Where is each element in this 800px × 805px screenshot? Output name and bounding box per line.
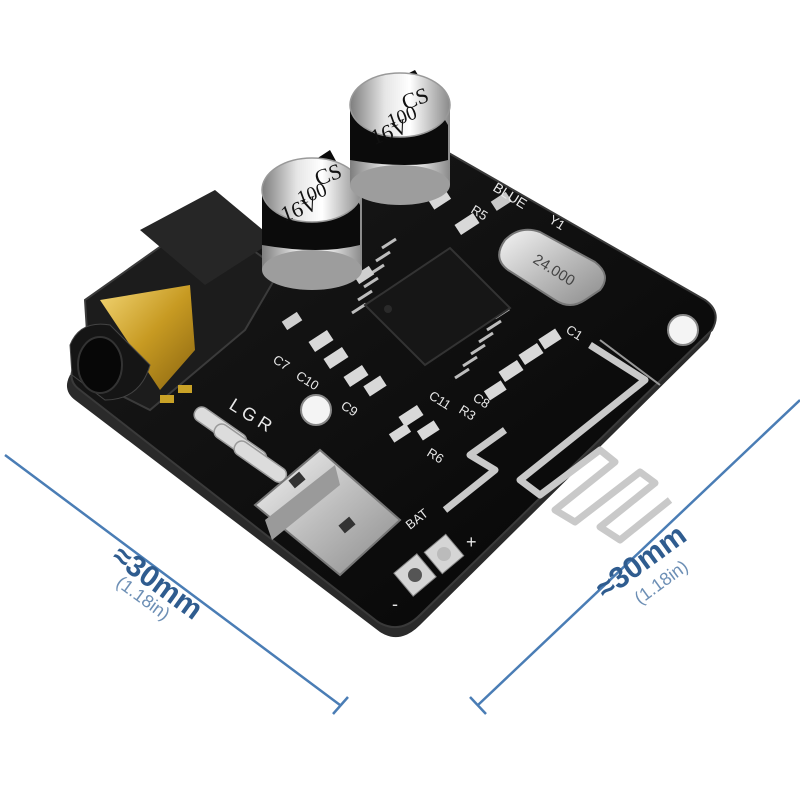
mounting-hole: [667, 314, 699, 346]
label-y1: Y1: [546, 212, 567, 233]
mounting-hole: [300, 394, 332, 426]
pcb-board: 24.000 BLUE R5 Y1 C1 C7: [66, 70, 717, 638]
label-c7: C7: [270, 352, 292, 374]
label-c1: C1: [563, 322, 585, 344]
capacitor-right: CS 100 16V: [349, 70, 451, 205]
main-ic-chip: [351, 237, 512, 380]
label-r6: R6: [424, 445, 446, 467]
audio-jack-3-5mm: [69, 190, 282, 412]
label-plus: +: [466, 532, 477, 552]
capacitor-left: CS 100 16V: [261, 150, 363, 290]
label-minus: -: [392, 594, 398, 614]
micro-usb-port: [253, 448, 402, 577]
label-c9: C9: [338, 398, 360, 420]
smd-components: [281, 190, 562, 443]
crystal-oscillator: 24.000: [498, 228, 606, 306]
label-c8: C8: [470, 390, 492, 412]
label-r5: R5: [468, 202, 490, 224]
bluetooth-antenna: [442, 342, 673, 544]
label-r3: R3: [456, 402, 478, 424]
battery-pads: [393, 533, 465, 597]
audio-pads: [193, 406, 288, 483]
